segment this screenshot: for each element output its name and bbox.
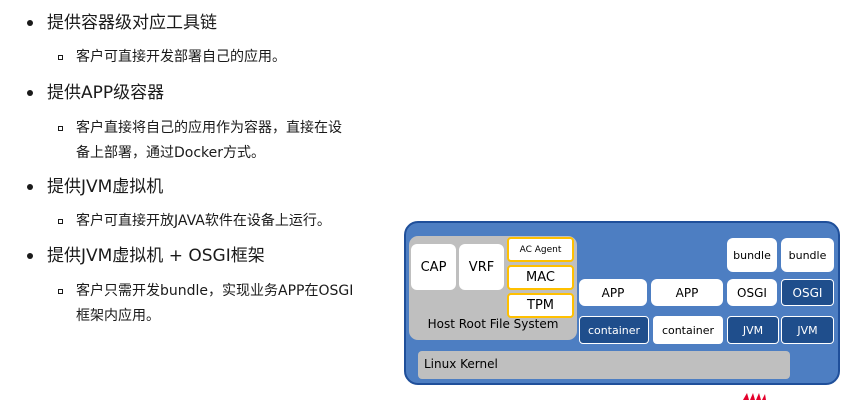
ac-agent-box: AC Agent	[507, 237, 574, 262]
app-box: APP	[579, 279, 647, 306]
huawei-logo-icon	[743, 393, 766, 400]
bundle-box: bundle	[727, 238, 777, 272]
bullet-text: 客户可直接开放JAVA软件在设备上运行。	[76, 213, 331, 229]
osgi-box: OSGI	[781, 279, 834, 306]
sub-bullet-square	[58, 55, 63, 60]
vrf-box: VRF	[459, 244, 504, 290]
bullet-title: 提供APP级容器	[47, 83, 165, 103]
sub-bullet-square	[58, 126, 63, 131]
bullet-text: 框架内应用。	[76, 308, 160, 324]
bullet-title: 提供容器级对应工具链	[47, 13, 217, 33]
sub-bullet-square	[58, 289, 63, 294]
bullet-text: 备上部署，通过Docker方式。	[76, 145, 266, 161]
bullet-text: 客户直接将自己的应用作为容器，直接在设	[76, 120, 342, 136]
linux-kernel-label: Linux Kernel	[424, 357, 498, 371]
linux-kernel-box	[418, 351, 790, 379]
bullet-dot	[27, 253, 33, 259]
osgi-box: OSGI	[727, 279, 777, 306]
app-box: APP	[651, 279, 723, 306]
jvm-box: JVM	[781, 316, 834, 344]
bullet-dot	[27, 20, 33, 26]
bullet-title: 提供JVM虚拟机	[47, 177, 164, 197]
bullet-title: 提供JVM虚拟机 + OSGI框架	[47, 246, 265, 266]
host-root-fs-label: Host Root File System	[427, 317, 559, 331]
jvm-box: JVM	[727, 316, 779, 344]
bullet-text: 客户只需开发bundle，实现业务APP在OSGI	[76, 283, 354, 299]
sub-bullet-square	[58, 219, 63, 224]
mac-box: MAC	[507, 265, 574, 290]
tpm-box: TPM	[507, 293, 574, 318]
cap-box: CAP	[411, 244, 456, 290]
bundle-box: bundle	[781, 238, 834, 272]
bullet-dot	[27, 184, 33, 190]
bullet-dot	[27, 90, 33, 96]
container-box: container	[579, 316, 649, 344]
bullet-text: 客户可直接开发部署自己的应用。	[76, 49, 286, 65]
container-box: container	[653, 316, 723, 344]
